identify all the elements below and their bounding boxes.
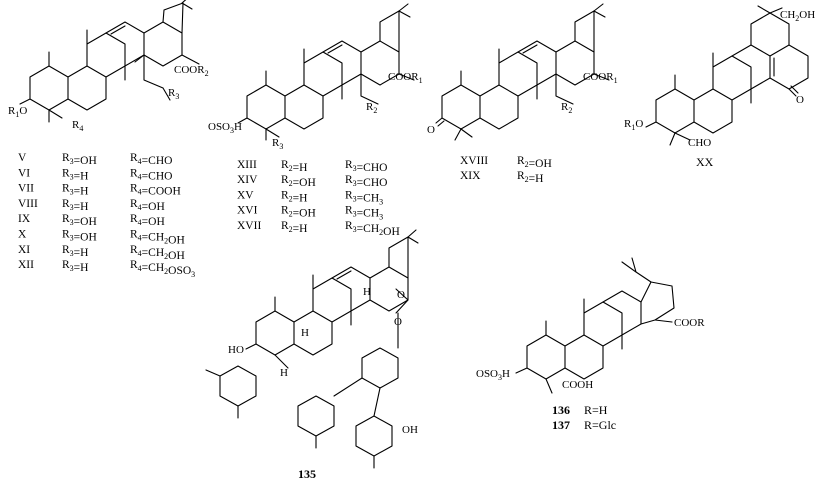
svg-text:COOR: COOR	[674, 317, 705, 329]
table-cell: XVI	[237, 205, 258, 217]
structure-136-137	[515, 257, 675, 394]
table-cell: IX	[18, 213, 31, 225]
table-XVIII-XIX: XVIII R2=OH XIX R2=H	[460, 155, 552, 185]
table-cell: R3=H	[62, 183, 88, 198]
svg-text:COOH: COOH	[562, 379, 593, 391]
svg-text:H: H	[301, 327, 309, 339]
svg-text:R2: R2	[366, 101, 377, 115]
structure-135-labels: HO H H H O O OH 135	[228, 286, 418, 481]
table-cell: XI	[18, 244, 30, 256]
svg-text:R3: R3	[272, 137, 283, 151]
table-cell: R4=OH	[130, 198, 165, 213]
table-cell: VIII	[18, 198, 38, 210]
structure-XX-labels: CH2OH O R1O CHO XX	[624, 9, 815, 169]
svg-text:COOR2: COOR2	[174, 64, 209, 78]
structure-XX	[645, 5, 809, 146]
table-cell: R4=OH	[130, 213, 165, 228]
table-cell: R4=COOH	[130, 183, 181, 198]
caption-135: 135	[298, 467, 316, 481]
table-cell: R3=H	[62, 259, 88, 274]
table-XIII-XVII: XIII R2=H R3=CHO XIV R2=OH R3=CHO XV R2=H R3=CH3…	[237, 159, 400, 238]
svg-text:OSO3H: OSO3H	[208, 121, 242, 135]
svg-text:O: O	[796, 94, 804, 106]
svg-text:R4: R4	[72, 119, 83, 133]
structure-136-137-labels: COOR OSO3H COOH	[476, 317, 705, 391]
structure-V-XII-labels: COOR2 R3 R1O R4	[8, 64, 209, 133]
table-cell: R3=OH	[62, 213, 97, 228]
svg-text:COOR1: COOR1	[388, 71, 423, 85]
structure-XVIII-XIX-labels: COOR1 R2 O	[427, 71, 618, 136]
table-cell: R3=CH3	[345, 205, 383, 222]
svg-text:O: O	[394, 316, 402, 328]
legend-substituent: R=H	[584, 403, 608, 417]
svg-text:R1O: R1O	[8, 105, 27, 119]
table-cell: VII	[18, 183, 34, 195]
svg-text:COOR1: COOR1	[583, 71, 618, 85]
table-cell: R3=H	[62, 244, 88, 259]
table-cell: R4=CHO	[130, 167, 172, 182]
table-V-XII: V R3=OH R4=CHO VI R3=H R4=CHO VII R3=H R4=COOH VI…	[18, 152, 195, 279]
table-cell: R3=OH	[62, 229, 97, 244]
table-cell: XIV	[237, 174, 258, 186]
table-cell: R3=CHO	[345, 174, 387, 189]
table-cell: XIII	[237, 159, 257, 171]
svg-text:CHO: CHO	[688, 137, 711, 149]
svg-text:O: O	[427, 124, 435, 136]
svg-text:O: O	[397, 289, 405, 301]
table-cell: R2=H	[281, 189, 307, 204]
table-cell: XII	[18, 259, 34, 271]
table-cell: R3=H	[62, 167, 88, 182]
legend-compound-number: 137	[552, 418, 570, 432]
svg-text:OH: OH	[402, 424, 418, 436]
table-cell: XV	[237, 189, 254, 201]
svg-text:HO: HO	[228, 344, 244, 356]
table-cell: R2=OH	[281, 174, 316, 189]
svg-text:R1O: R1O	[624, 118, 643, 132]
table-cell: R2=H	[281, 159, 307, 174]
table-cell: R2=H	[281, 220, 307, 235]
caption-XX: XX	[696, 155, 714, 169]
table-cell: R3=H	[62, 198, 88, 213]
svg-text:H: H	[363, 286, 371, 298]
table-cell: XIX	[460, 170, 481, 182]
table-cell: R4=CH2OH	[130, 244, 185, 262]
legend-136-137: 136 R=H 137 R=Glc	[552, 403, 616, 432]
structure-V-XII	[19, 0, 200, 123]
table-cell: R3=CH3	[345, 189, 383, 206]
svg-text:OSO3H: OSO3H	[476, 368, 510, 382]
svg-text:R3: R3	[168, 87, 179, 101]
legend-substituent: R=Glc	[584, 418, 616, 432]
svg-text:H: H	[280, 367, 288, 379]
structure-XIII-XVII-labels: COOR1 R2 OSO3H R3	[208, 71, 423, 151]
table-cell: R4=CH2OH	[130, 229, 185, 247]
table-cell: R4=CH2OSO3	[130, 259, 195, 279]
structure-XVIII-XIX	[435, 3, 610, 141]
table-cell: VI	[18, 167, 30, 179]
table-cell: R3=CHO	[345, 159, 387, 174]
table-cell: XVIII	[460, 155, 488, 167]
table-cell: R2=H	[517, 170, 543, 185]
table-cell: XVII	[237, 220, 261, 232]
table-cell: R4=CHO	[130, 152, 172, 167]
table-cell: R2=OH	[281, 205, 316, 220]
legend-compound-number: 136	[552, 403, 570, 417]
table-cell: V	[18, 152, 27, 164]
table-cell: R2=OH	[517, 155, 552, 170]
table-cell: X	[18, 229, 27, 241]
svg-text:CH2OH: CH2OH	[780, 9, 815, 23]
svg-text:R2: R2	[561, 101, 572, 115]
table-cell: R3=OH	[62, 152, 97, 167]
structure-135	[205, 229, 419, 469]
structure-XIII-XVII	[237, 3, 415, 141]
table-cell: R3=CH2OH	[345, 220, 400, 238]
